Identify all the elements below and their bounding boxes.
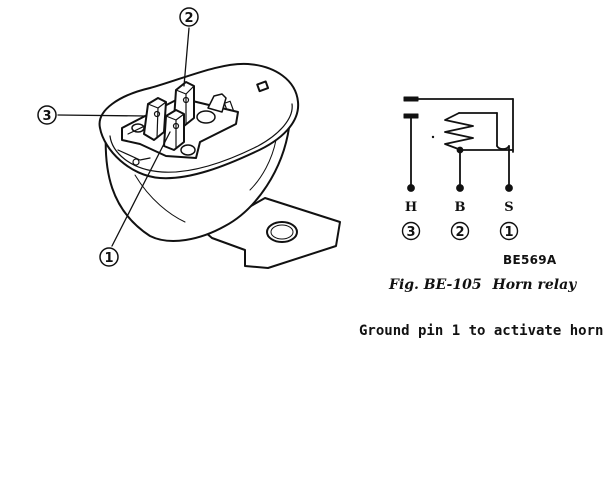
terminal-s-dot: [505, 184, 513, 192]
terminal-s-label: S: [504, 200, 513, 215]
svg-text:3: 3: [406, 225, 415, 240]
terminal-s-number: 1: [499, 221, 519, 241]
terminal-h-number: 3: [401, 221, 421, 241]
figure-code: BE569A: [503, 253, 557, 267]
callout-1: 1: [99, 247, 119, 267]
callout-3: 3: [37, 105, 57, 125]
terminal-small-tab: [207, 93, 227, 113]
terminal-h-label: H: [405, 200, 417, 215]
leader-line-2: [183, 27, 190, 87]
callout-2: 2: [179, 7, 199, 27]
figure-caption-id: Fig. BE-105: [389, 277, 482, 293]
leader-line-1: [111, 131, 171, 247]
callout-2-number: 2: [184, 11, 193, 26]
figure-caption-title: Horn relay: [492, 277, 577, 293]
relay-coil: [431, 112, 514, 189]
terminal-h-dot: [407, 184, 415, 192]
svg-text:2: 2: [455, 225, 464, 240]
terminal-b-number: 2: [450, 221, 470, 241]
callout-3-number: 3: [42, 109, 51, 124]
terminal-1-spade: [163, 109, 185, 151]
svg-text:1: 1: [504, 225, 513, 240]
leader-line-3: [57, 114, 147, 117]
figure-caption: Fig. BE-105 Horn relay: [389, 277, 576, 293]
mounting-hole: [266, 221, 298, 243]
terminal-3-spade: [143, 97, 167, 141]
instruction-note: Ground pin 1 to activate horn: [359, 323, 604, 339]
callout-1-number: 1: [104, 251, 113, 266]
relay-contacts: [403, 96, 514, 189]
horn-relay-illustration: 2 3 1: [37, 7, 341, 269]
terminal-b-label: B: [455, 200, 466, 215]
relay-circuit-schematic: H B S 3 2 1: [401, 96, 519, 241]
lid-tab: [256, 80, 270, 93]
terminal-b-dot: [456, 184, 464, 192]
